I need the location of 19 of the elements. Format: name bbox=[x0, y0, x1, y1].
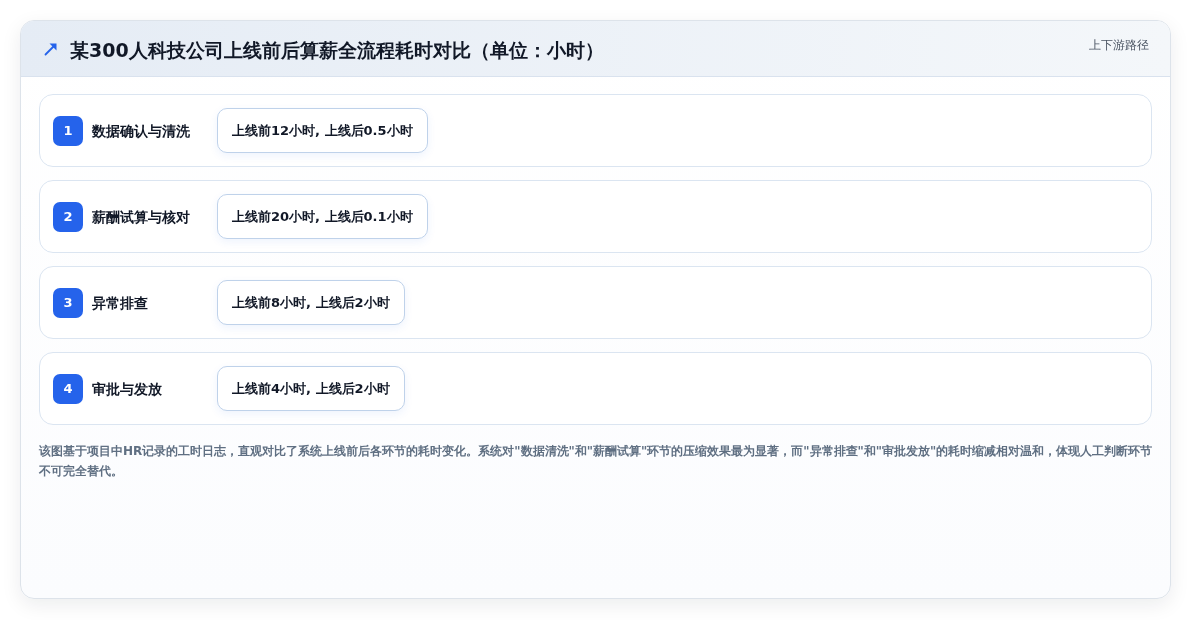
step-number-badge: 3 bbox=[53, 288, 83, 318]
step-number-badge: 1 bbox=[53, 116, 83, 146]
step-row bbox=[39, 352, 1152, 425]
header-note: 上下游路径 bbox=[1089, 37, 1149, 53]
caption-text: 该图基于项目中HR记录的工时日志，直观对比了系统上线前后各环节的耗时变化。系统对"数据清洗"和"薪酬试算"环节的压缩效果最为显著，而"异常排查"和"审批发放"的耗时缩减相对温和，体现人工判断环节不可完全替代。 bbox=[39, 443, 1154, 480]
duration-tag: 上线前12小时, 上线后0.5小时 bbox=[217, 108, 428, 153]
step-label: 数据确认与清洗 bbox=[92, 122, 190, 141]
title-text: 某300人科技公司上线前后算薪全流程耗时对比（单位：小时） bbox=[70, 38, 604, 62]
step-label: 异常排查 bbox=[92, 294, 148, 313]
step-row bbox=[39, 266, 1152, 339]
step-row bbox=[39, 180, 1152, 253]
step-row bbox=[39, 94, 1152, 167]
duration-tag: 上线前20小时, 上线后0.1小时 bbox=[217, 194, 428, 239]
step-label: 薪酬试算与核对 bbox=[92, 208, 190, 227]
duration-tag: 上线前4小时, 上线后2小时 bbox=[217, 366, 405, 411]
duration-tag: 上线前8小时, 上线后2小时 bbox=[217, 280, 405, 325]
step-number-badge: 4 bbox=[53, 374, 83, 404]
step-label: 审批与发放 bbox=[92, 380, 162, 399]
step-number-badge: 2 bbox=[53, 202, 83, 232]
